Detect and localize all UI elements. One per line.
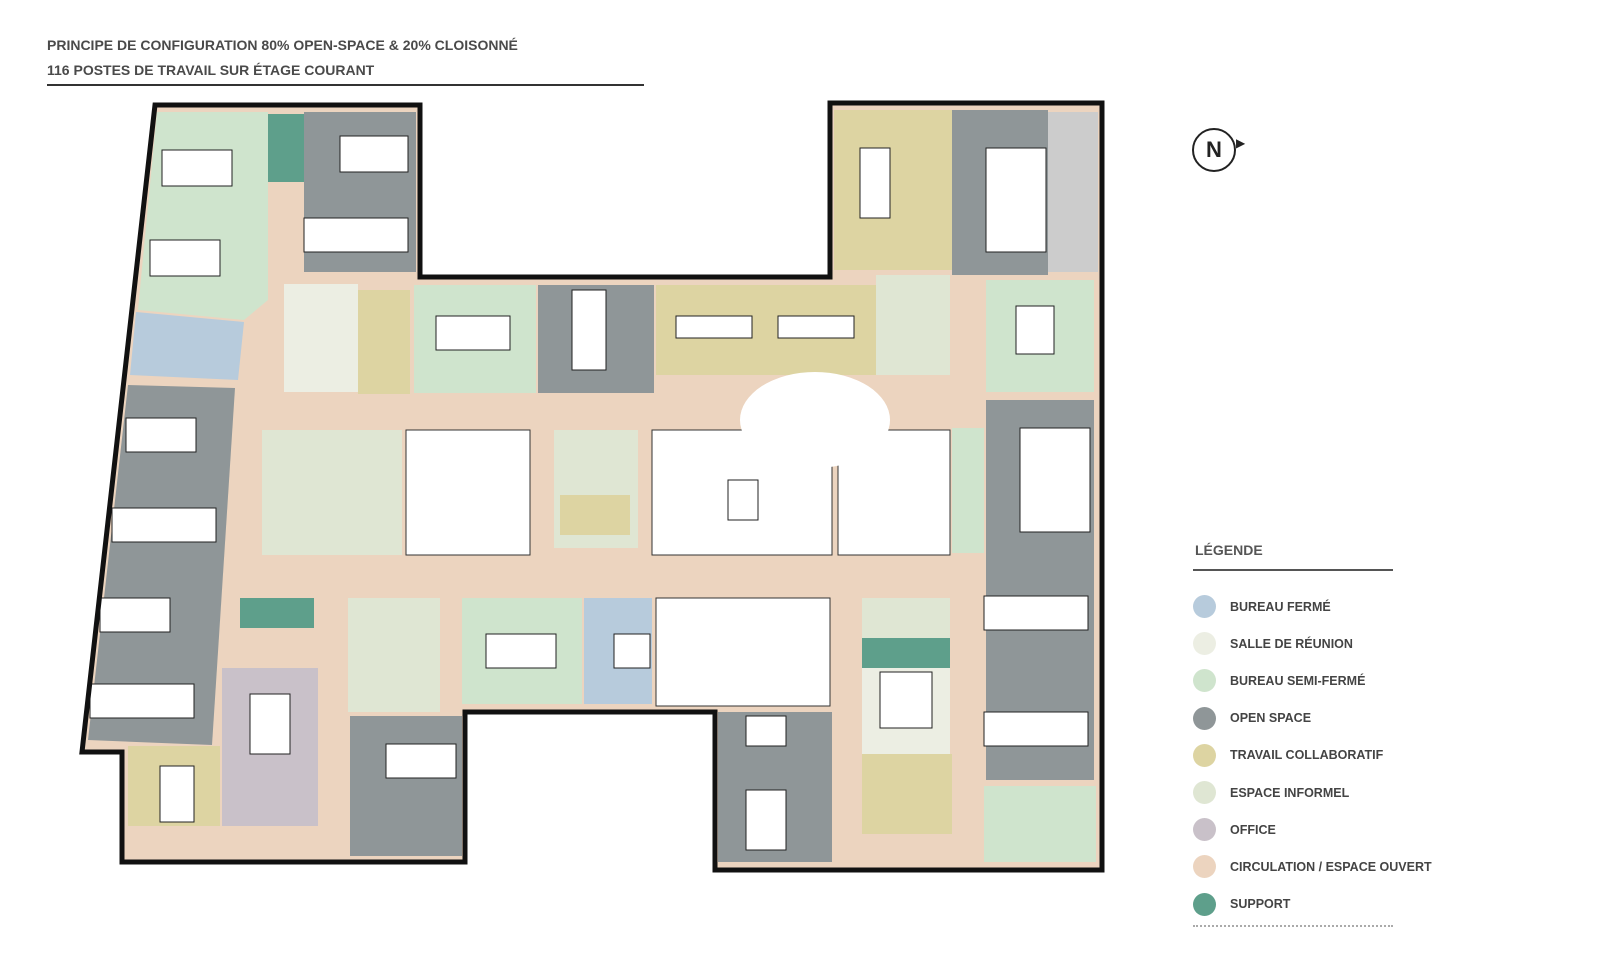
north-arrow-icon: ▶	[1236, 136, 1246, 150]
legend-label: SALLE DE RÉUNION	[1230, 636, 1353, 651]
zone-stairs-lift	[655, 597, 831, 707]
zone-support	[862, 638, 950, 668]
header-divider	[47, 84, 644, 86]
legend-item: SUPPORT	[1193, 886, 1432, 923]
legend-item: TRAVAIL COLLABORATIF	[1193, 737, 1432, 774]
legend-item: CIRCULATION / ESPACE OUVERT	[1193, 848, 1432, 885]
zone-support	[268, 114, 304, 182]
zone-meeting-room	[284, 284, 358, 392]
legend-label: SUPPORT	[1230, 897, 1291, 912]
legend-divider	[1193, 569, 1393, 571]
legend-item: ESPACE INFORMEL	[1193, 774, 1432, 811]
legend-label: TRAVAIL COLLABORATIF	[1230, 748, 1384, 763]
zone-support	[240, 598, 314, 628]
zone-restrooms	[405, 429, 531, 556]
legend-label: ESPACE INFORMEL	[1230, 785, 1350, 800]
legend-item: OPEN SPACE	[1193, 700, 1432, 737]
legend-end-divider	[1193, 925, 1393, 927]
zone-collaborative	[834, 110, 952, 270]
legend-title: LÉGENDE	[1195, 542, 1263, 558]
legend-swatch	[1193, 781, 1216, 805]
legend-label: OFFICE	[1230, 822, 1276, 837]
zone-semi-closed-office	[984, 786, 1096, 862]
legend: BUREAU FERMÉ SALLE DE RÉUNION BUREAU SEM…	[1193, 588, 1432, 923]
legend-label: CIRCULATION / ESPACE OUVERT	[1230, 859, 1432, 874]
legend-swatch	[1193, 818, 1216, 842]
zone-open-space	[88, 385, 235, 745]
zone-informal	[876, 275, 950, 375]
legend-label: BUREAU SEMI-FERMÉ	[1230, 673, 1366, 688]
legend-item: BUREAU FERMÉ	[1193, 588, 1432, 625]
legend-swatch	[1193, 892, 1216, 916]
legend-swatch	[1193, 595, 1216, 619]
zone-stairs	[262, 430, 402, 555]
legend-swatch	[1193, 632, 1216, 656]
legend-swatch	[1193, 855, 1216, 879]
legend-item: OFFICE	[1193, 811, 1432, 848]
zone-semi-closed-office	[952, 428, 984, 553]
zone-informal	[348, 598, 440, 712]
zone-collaborative	[358, 290, 410, 394]
legend-swatch	[1193, 706, 1216, 730]
legend-swatch	[1193, 669, 1216, 693]
legend-label: OPEN SPACE	[1230, 711, 1312, 726]
legend-label: BUREAU FERMÉ	[1230, 599, 1331, 614]
zone-collaborative	[862, 754, 952, 834]
zone-open-space	[350, 716, 462, 856]
zone-stairs	[1048, 112, 1098, 272]
plan-header: PRINCIPE DE CONFIGURATION 80% OPEN-SPACE…	[47, 33, 518, 83]
zone-informal	[862, 598, 950, 638]
zone-semi-closed-office	[138, 112, 268, 320]
header-line-2: 116 POSTES DE TRAVAIL SUR ÉTAGE COURANT	[47, 62, 375, 78]
north-compass: N	[1192, 128, 1236, 172]
compass-label: N	[1206, 137, 1222, 162]
desks	[89, 135, 1091, 851]
blank-patch	[740, 372, 890, 468]
legend-swatch	[1193, 743, 1216, 767]
zone-closed-office	[130, 312, 244, 380]
exterior-wall	[79, 100, 1105, 873]
zone-collaborative	[560, 495, 630, 535]
legend-item: BUREAU SEMI-FERMÉ	[1193, 662, 1432, 699]
legend-item: SALLE DE RÉUNION	[1193, 625, 1432, 662]
header-line-1: PRINCIPE DE CONFIGURATION 80% OPEN-SPACE…	[47, 37, 518, 53]
